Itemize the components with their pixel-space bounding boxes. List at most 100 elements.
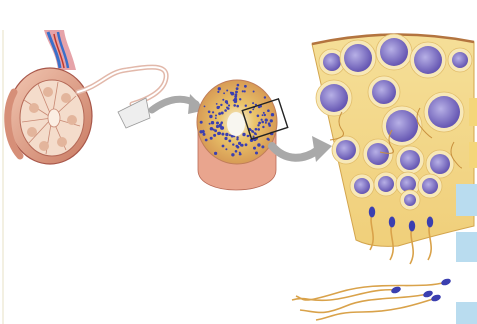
germ-cell-dot [216, 122, 219, 125]
germ-cell-dot [223, 92, 225, 94]
germ-cell-dot [257, 143, 260, 146]
germ-cell-dot [232, 143, 234, 145]
germ-cell-dot [249, 111, 252, 114]
spermatid-head [369, 207, 375, 218]
germ-cell-dot [228, 104, 230, 106]
germ-cell-dot [253, 136, 255, 138]
germ-cell-dot [229, 134, 231, 136]
germ-cell-dot [226, 90, 228, 92]
germ-cell-nucleus [380, 38, 408, 66]
germ-cell-nucleus [400, 176, 416, 192]
germ-cell-dot [222, 145, 225, 148]
germ-cell-dot [233, 104, 236, 107]
germ-cell-dot [210, 137, 213, 140]
germ-cell-dot [225, 133, 228, 136]
germ-cell-nucleus [430, 154, 450, 174]
germ-cell-dot [221, 112, 224, 115]
spermatid-head [409, 221, 415, 232]
germ-cell-dot [236, 87, 239, 90]
rete-testis [48, 109, 60, 127]
germ-cell-dot [218, 87, 221, 90]
spermatid-head [389, 217, 395, 228]
germ-cell-dot [226, 107, 228, 109]
germ-cell-dot [220, 122, 222, 124]
germ-cell-dot [218, 106, 220, 108]
germ-cell-dot [266, 119, 268, 121]
germ-cell-nucleus [422, 178, 438, 194]
germ-cell-dot [267, 109, 270, 112]
germ-cell-dot [265, 122, 267, 124]
germ-cell-dot [247, 135, 249, 137]
germ-cell-dot [255, 128, 258, 131]
ductus-deferens [78, 67, 166, 104]
germ-cell-dot [271, 113, 274, 116]
germ-cell-dot [231, 153, 234, 156]
sperm-tail [316, 298, 436, 320]
germ-cell-nucleus [323, 53, 341, 71]
germ-cell-dot [209, 123, 211, 125]
germ-cell-dot [263, 112, 265, 114]
germ-cell-dot [205, 139, 208, 142]
germ-cell-dot [262, 126, 264, 128]
germ-cell-dot [238, 142, 241, 145]
germ-cell-dot [262, 114, 264, 116]
germ-cell-dot [261, 121, 264, 124]
germ-cell-dot [257, 115, 260, 118]
germ-cell-dot [224, 109, 227, 112]
germ-cell-dot [208, 111, 211, 114]
germ-cell-dot [236, 145, 239, 148]
germ-cell-dot [245, 143, 248, 146]
sperm-head [390, 285, 401, 294]
germ-cell-dot [225, 148, 227, 150]
germ-cell-dot [224, 137, 227, 140]
germ-cell-dot [270, 119, 273, 122]
germ-cell-dot [235, 91, 238, 94]
germ-cell-dot [258, 122, 261, 125]
germ-cell-dot [209, 115, 212, 118]
germ-cell-dot [240, 145, 242, 147]
germ-cell-dot [264, 96, 266, 98]
germ-cell-dot [215, 117, 217, 119]
germ-cell-dot [221, 133, 224, 136]
germ-cell-dot [237, 84, 240, 87]
tubule-cross-section [197, 80, 288, 190]
tubule-lumen [227, 112, 245, 136]
germ-cell-nucleus [414, 46, 442, 74]
germ-cell-dot [202, 130, 204, 132]
germ-cell-dot [213, 134, 216, 137]
germ-cell-dot [217, 132, 220, 135]
germ-cell-dot [235, 93, 238, 96]
germ-cell-dot [204, 106, 206, 108]
germ-cell-dot [200, 121, 203, 124]
accent-bar-blue [456, 232, 477, 262]
germ-cell-nucleus [320, 84, 348, 112]
germ-cell-nucleus [372, 80, 396, 104]
germ-cell-dot [215, 115, 217, 117]
germ-cell-nucleus [378, 176, 394, 192]
testis [8, 30, 92, 164]
germ-cell-dot [257, 128, 260, 131]
sperm-tail [300, 294, 428, 313]
accent-bar-yellow [469, 142, 477, 168]
tubule-wall-enlarged [312, 34, 474, 264]
germ-cell-dot [268, 124, 271, 127]
germ-cell-dot [228, 140, 231, 143]
germ-cell-dot [239, 98, 241, 100]
germ-cell-dot [218, 112, 221, 115]
germ-cell-dot [211, 121, 214, 124]
germ-cell-dot [225, 100, 228, 103]
germ-cell-dot [242, 133, 245, 136]
germ-cell-dot [216, 125, 219, 128]
accent-bar-blue [456, 184, 477, 216]
sperm-head [440, 277, 451, 286]
germ-cell-dot [257, 124, 259, 126]
germ-cell-dot [255, 152, 258, 155]
germ-cell-dot [239, 153, 241, 155]
germ-cell-dot [244, 85, 247, 88]
germ-cell-dot [203, 133, 206, 136]
germ-cell-dot [216, 103, 218, 105]
accent-bar-yellow [469, 98, 477, 126]
germ-cell-nucleus [336, 140, 356, 160]
